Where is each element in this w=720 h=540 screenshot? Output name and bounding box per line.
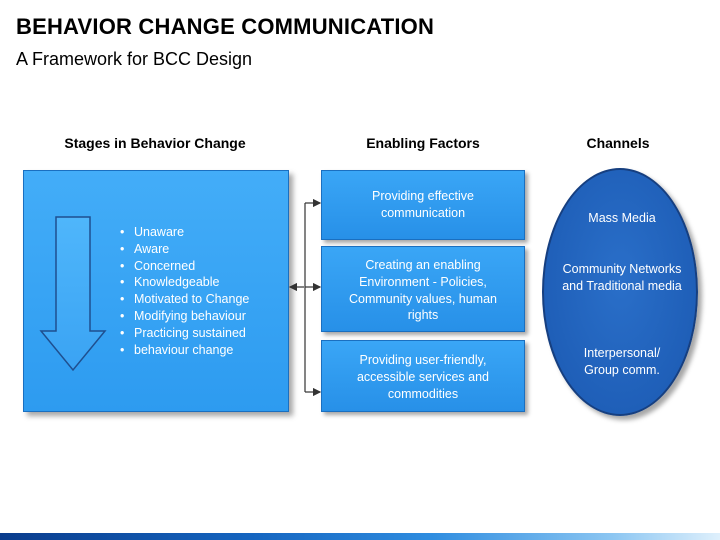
factor-box-communication: Providing effective communication xyxy=(321,170,525,240)
bottom-accent-bar xyxy=(0,533,720,540)
stage-item: Concerned xyxy=(118,258,249,275)
factor-box-environment: Creating an enabling Environment - Polic… xyxy=(321,246,525,332)
stages-box: Unaware Aware Concerned Knowledgeable Mo… xyxy=(23,170,289,412)
factor-box-services: Providing user-friendly, accessible serv… xyxy=(321,340,525,412)
factor-text: Providing user-friendly, accessible serv… xyxy=(356,353,489,401)
factor-text: Creating an enabling Environment - Polic… xyxy=(349,258,497,323)
channels-ellipse: Mass Media Community Networks and Tradit… xyxy=(542,168,698,416)
stage-item: Knowledgeable xyxy=(118,274,249,291)
stage-item: Aware xyxy=(118,241,249,258)
header-stages: Stages in Behavior Change xyxy=(64,135,246,151)
stage-item-continued: behaviour change xyxy=(118,342,249,359)
page-title: BEHAVIOR CHANGE COMMUNICATION xyxy=(16,14,435,39)
page-subtitle: A Framework for BCC Design xyxy=(16,49,253,69)
stage-item: Unaware xyxy=(118,224,249,241)
stage-item: Motivated to Change xyxy=(118,291,249,308)
stage-item: Practicing sustained xyxy=(118,325,249,342)
down-arrow-icon xyxy=(39,216,107,372)
channel-interpersonal: Interpersonal/ Group comm. xyxy=(583,346,661,377)
stage-item: Modifying behaviour xyxy=(118,308,249,325)
channel-community: Community Networks and Traditional media xyxy=(562,262,682,293)
channel-mass-media: Mass Media xyxy=(588,211,656,225)
stages-list: Unaware Aware Concerned Knowledgeable Mo… xyxy=(118,224,249,358)
factor-text: Providing effective communication xyxy=(372,189,474,220)
header-channels: Channels xyxy=(586,135,650,151)
header-enabling-factors: Enabling Factors xyxy=(366,135,480,151)
